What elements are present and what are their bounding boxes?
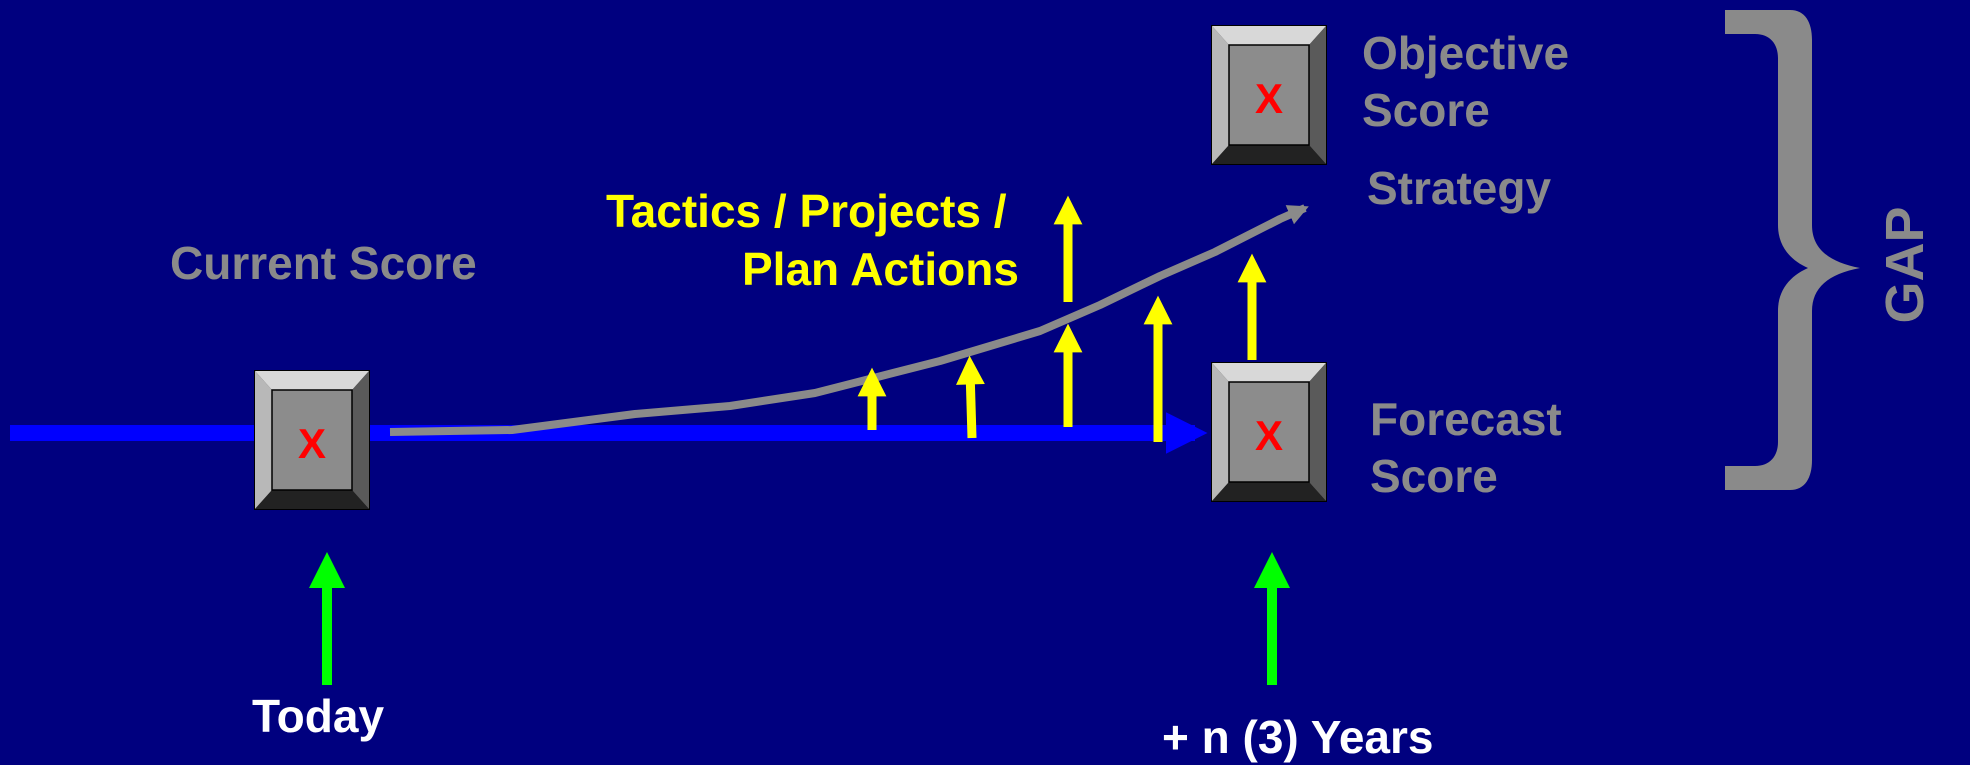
objective-score-label-line1: Objective: [1362, 27, 1570, 79]
strategy-label: Strategy: [1367, 162, 1552, 214]
forecast-score-label-line1: Forecast: [1370, 393, 1562, 445]
forecast-score-box: X: [1211, 362, 1327, 502]
current-score-mark: X: [298, 420, 326, 467]
gap-label: GAP: [1875, 206, 1935, 324]
tactics-label-line1: Tactics / Projects /: [606, 185, 1007, 237]
plan-action-arrow-2: [956, 355, 985, 439]
current-score-label: Current Score: [170, 237, 477, 289]
current-score-box: X: [254, 370, 370, 510]
forecast-score-mark: X: [1255, 412, 1283, 459]
objective-score-label-line2: Score: [1362, 84, 1490, 136]
forecast-score-label-line2: Score: [1370, 450, 1498, 502]
today-label: Today: [252, 690, 385, 742]
tactics-label-line2: Plan Actions: [742, 243, 1019, 295]
objective-score-box: X: [1211, 25, 1327, 165]
objective-score-mark: X: [1255, 75, 1283, 122]
gap-brace: [1725, 10, 1860, 490]
future-label: + n (3) Years: [1162, 711, 1434, 763]
strategy-curve-arrow: [389, 204, 1309, 436]
